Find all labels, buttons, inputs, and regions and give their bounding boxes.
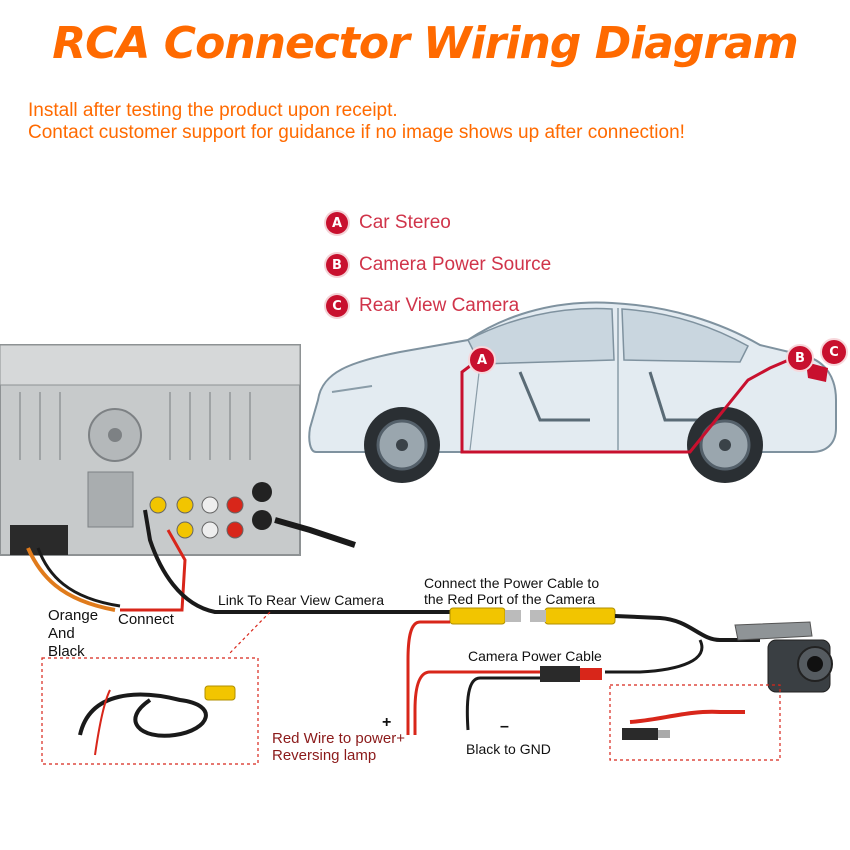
label-minus: – — [500, 718, 509, 735]
label-camera-power-cable: Camera Power Cable — [468, 648, 602, 664]
cables — [26, 509, 760, 735]
label-power-red-port: Connect the Power Cable to the Red Port … — [424, 575, 600, 607]
car-marker-b: B — [786, 344, 814, 372]
car-illustration — [308, 301, 837, 483]
car-marker-c: C — [820, 338, 848, 366]
legend-label-power-source: Camera Power Source — [359, 254, 552, 275]
label-link-rear-camera: Link To Rear View Camera — [218, 592, 385, 608]
notice-install: Install after testing the product upon r… — [28, 100, 398, 121]
legend-item-c: C Rear View Camera — [326, 295, 519, 317]
legend-label-car-stereo: Car Stereo — [359, 212, 451, 233]
diagram-title: RCA Connector Wiring Diagram — [52, 18, 798, 69]
legend-badge-c: C — [326, 295, 348, 317]
inset-power-cable — [609, 684, 781, 761]
rear-camera — [734, 621, 833, 693]
label-orange-black: Orange And Black — [48, 607, 99, 660]
label-red-wire: Red Wire to power+ Reversing lamp — [272, 730, 405, 764]
legend-badge-a: A — [326, 212, 348, 234]
label-plus: + — [382, 714, 392, 731]
legend-item-a: A Car Stereo — [326, 212, 451, 234]
legend-label-rear-camera: Rear View Camera — [359, 295, 520, 316]
car-stereo-unit — [0, 344, 301, 556]
legend-badge-b: B — [326, 254, 348, 276]
label-black-gnd: Black to GND — [466, 741, 551, 757]
label-connect: Connect — [118, 611, 174, 628]
legend-item-b: B Camera Power Source — [326, 254, 551, 276]
notice-support: Contact customer support for guidance if… — [28, 122, 685, 143]
inset-video-cable — [41, 657, 259, 765]
car-marker-a: A — [468, 346, 496, 374]
